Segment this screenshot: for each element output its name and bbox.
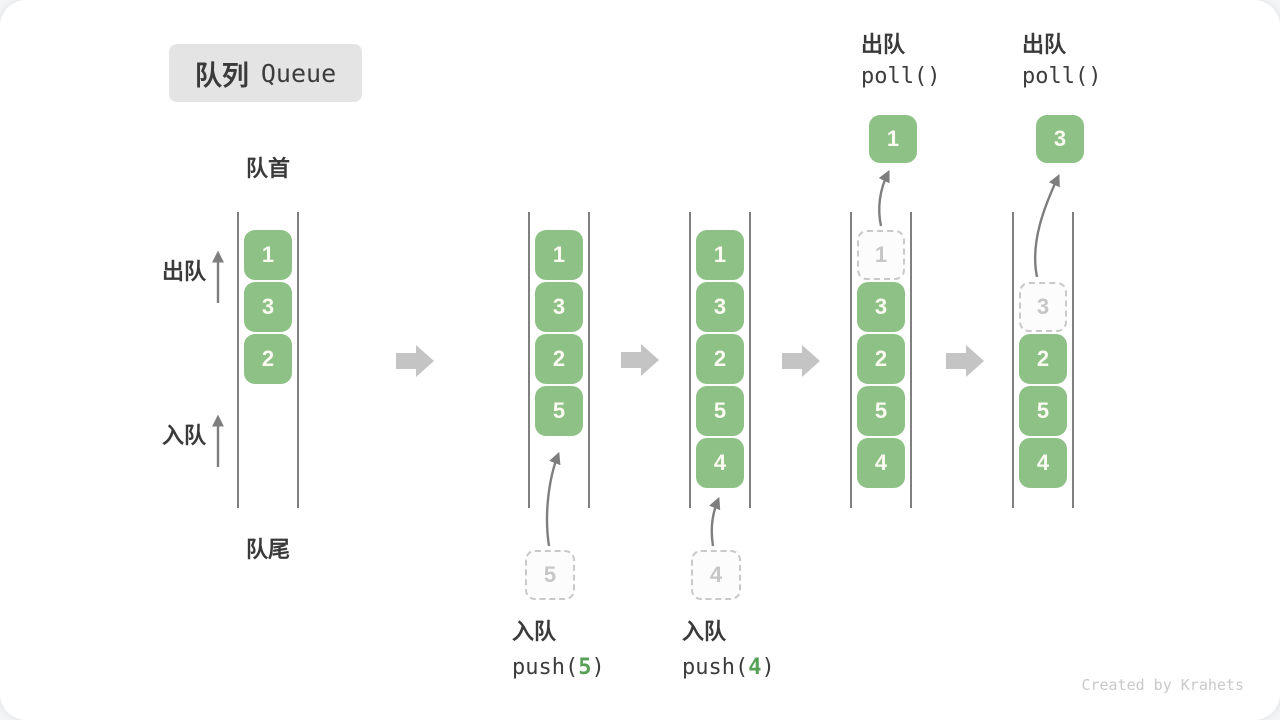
poll2-value-box: 3 bbox=[1036, 115, 1084, 163]
queue-rear-label: 队尾 bbox=[245, 537, 290, 562]
queue-cell: 4 bbox=[696, 438, 744, 488]
queue-cell: 5 bbox=[857, 386, 905, 436]
push2-label: 入队 bbox=[682, 619, 727, 644]
push2-code: push(4) bbox=[682, 655, 775, 681]
push2-code-post: ) bbox=[761, 655, 775, 680]
queue-cell: 2 bbox=[696, 334, 744, 384]
queue-cell: 5 bbox=[1019, 386, 1067, 436]
poll1-value-box: 1 bbox=[869, 115, 917, 163]
poll2-label: 出队 bbox=[1022, 32, 1067, 57]
queue-cell: 2 bbox=[857, 334, 905, 384]
queue-cell: 1 bbox=[535, 230, 583, 280]
title-en: Queue bbox=[260, 58, 337, 88]
poll1-label: 出队 bbox=[861, 32, 906, 57]
watermark: Created by Krahets bbox=[1081, 676, 1244, 694]
queue-cell: 5 bbox=[535, 386, 583, 436]
queue-cell: 3 bbox=[696, 282, 744, 332]
push1-code: push(5) bbox=[512, 655, 605, 681]
state-transition-arrow-1 bbox=[396, 345, 434, 377]
push2-value-box: 4 bbox=[691, 550, 741, 600]
push2-code-pre: push( bbox=[682, 655, 749, 680]
queue-cell: 5 bbox=[696, 386, 744, 436]
queue-cell: 3 bbox=[535, 282, 583, 332]
push1-label: 入队 bbox=[512, 619, 557, 644]
push1-code-arg: 5 bbox=[578, 655, 592, 680]
queue-cell-removed: 1 bbox=[857, 230, 905, 280]
queue-cell: 1 bbox=[696, 230, 744, 280]
queue-front-label: 队首 bbox=[245, 156, 290, 181]
queue-cell-removed: 3 bbox=[1019, 282, 1067, 332]
state-transition-arrow-3 bbox=[782, 345, 820, 377]
poll1-code: poll() bbox=[861, 64, 941, 89]
queue-cell: 4 bbox=[1019, 438, 1067, 488]
state-transition-arrow-2 bbox=[621, 344, 659, 376]
push4-arrow bbox=[709, 496, 721, 547]
title-badge: 队列 Queue bbox=[169, 44, 362, 102]
dequeue-side-label: 出队 bbox=[161, 259, 206, 284]
poll2-code: poll() bbox=[1022, 64, 1102, 89]
push1-code-post: ) bbox=[591, 655, 605, 680]
poll1-arrow bbox=[878, 169, 890, 227]
queue-cell: 1 bbox=[244, 230, 292, 280]
queue-cell: 3 bbox=[857, 282, 905, 332]
state-transition-arrow-4 bbox=[946, 345, 984, 377]
queue-cell: 3 bbox=[244, 282, 292, 332]
queue-container-lines bbox=[237, 212, 1074, 508]
queue-cell: 2 bbox=[1019, 334, 1067, 384]
poll3-arrow bbox=[1033, 173, 1060, 278]
push5-arrow bbox=[545, 451, 561, 547]
enqueue-side-label: 入队 bbox=[161, 423, 206, 448]
queue-cell: 4 bbox=[857, 438, 905, 488]
title-zh: 队列 bbox=[194, 60, 249, 91]
push1-value-box: 5 bbox=[525, 550, 575, 600]
queue-cell: 2 bbox=[535, 334, 583, 384]
push1-code-pre: push( bbox=[512, 655, 579, 680]
queue-cell: 2 bbox=[244, 334, 292, 384]
push2-code-arg: 4 bbox=[748, 655, 762, 680]
